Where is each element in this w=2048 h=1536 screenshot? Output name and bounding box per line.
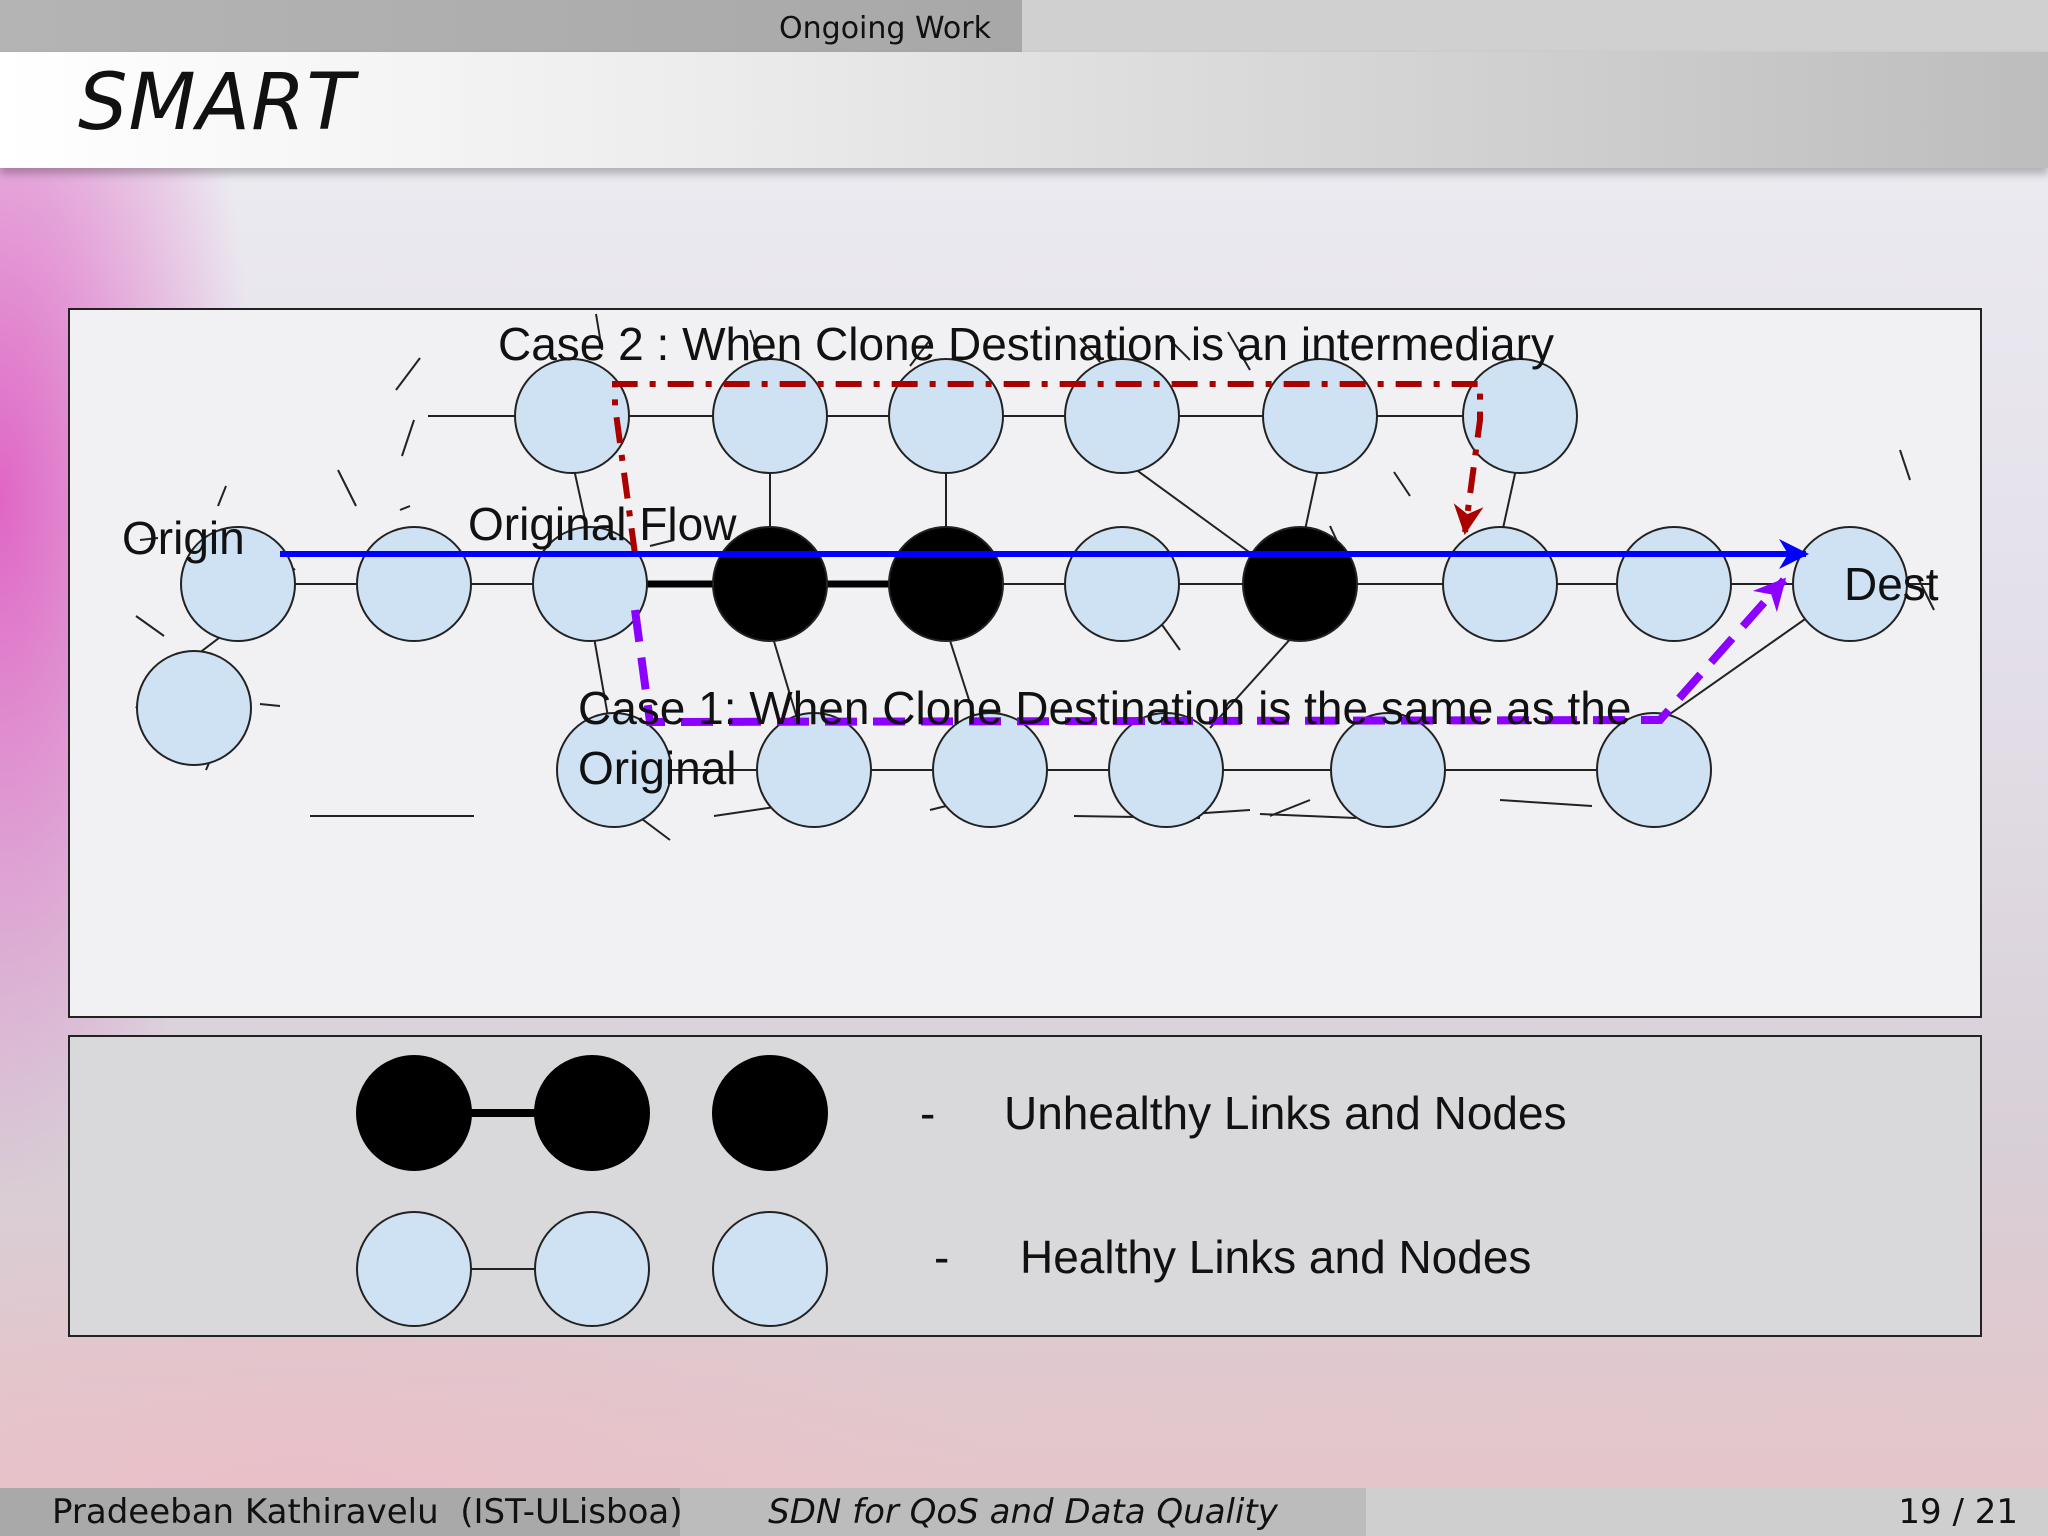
node-healthy [888,358,1004,474]
node-dest [1792,526,1908,642]
network-diagram-svg: Case 2 : When Clone Destination is an in… [122,313,1939,841]
frame-title-bar: SMART [0,52,2048,168]
node-healthy [1462,358,1578,474]
section-title[interactable]: Ongoing Work [779,11,991,46]
legend-healthy-dash: - [934,1231,949,1283]
node-healthy [932,712,1048,828]
case1-path [631,577,1787,727]
footer-author: Pradeeban Kathiravelu (IST-ULisboa) [52,1492,683,1532]
node-healthy [1330,712,1446,828]
footer-talk-cell [680,1488,1366,1536]
node-healthy [712,358,828,474]
node-healthy [756,712,872,828]
dest-label: Dest [1844,558,1939,610]
case1-label-line2: Original [578,742,737,794]
case2-path [612,381,1484,555]
legend-healthy-sample [356,1211,828,1327]
case2-label: Case 2 : When Clone Destination is an in… [498,318,1554,370]
node-healthy [1064,358,1180,474]
frame-title: SMART [78,58,356,148]
node-healthy [1442,526,1558,642]
origin-label: Origin [122,512,245,564]
node-healthy [1616,526,1732,642]
legend-healthy-label: Healthy Links and Nodes [1020,1231,1531,1283]
legend-unhealthy-label: Unhealthy Links and Nodes [1004,1087,1567,1139]
case1-label-line1: Case 1: When Clone Destination is the sa… [578,682,1631,734]
nodes [136,358,1908,828]
legend-box: - Unhealthy Links and Nodes - Healthy Li… [68,1035,1982,1337]
header-bar: Ongoing Work [0,0,2048,52]
legend-unhealthy-dash: - [920,1087,935,1139]
footer-talk-title: SDN for QoS and Data Quality [768,1492,1278,1532]
original-flow-label: Original Flow [468,498,737,550]
node-healthy [514,358,630,474]
footer-bar: Pradeeban Kathiravelu (IST-ULisboa) SDN … [0,1488,2048,1536]
node-healthy [1064,526,1180,642]
footer-page-cell: 19 / 21 [1366,1488,2048,1536]
node-healthy [1262,358,1378,474]
footer-author-cell: Pradeeban Kathiravelu (IST-ULisboa) [0,1488,683,1536]
node-healthy [356,526,472,642]
node-healthy [1108,712,1224,828]
legend-unhealthy-sample [356,1055,828,1171]
network-diagram: Case 2 : When Clone Destination is an in… [68,308,1982,1018]
node-unhealthy [888,526,1004,642]
header-section-tab [0,0,1022,52]
node-healthy [556,712,672,828]
legend-svg: - Unhealthy Links and Nodes - Healthy Li… [356,1055,1567,1327]
node-healthy [136,650,252,766]
footer-page-number: 19 / 21 [1898,1492,2018,1532]
node-healthy [1596,712,1712,828]
node-origin [180,526,296,642]
dangling-links [135,313,1935,841]
node-unhealthy [1242,526,1358,642]
